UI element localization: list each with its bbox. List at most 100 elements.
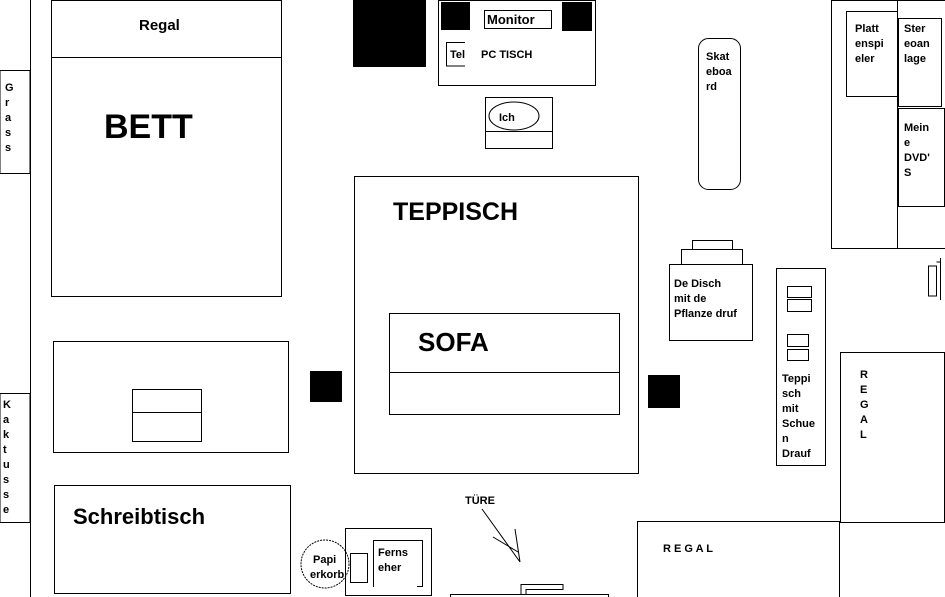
regal-bottom xyxy=(637,521,840,597)
papierkorb-label: Papi erkorb xyxy=(310,554,345,581)
skateboard-label: Skat eboa rd xyxy=(706,51,733,93)
regal-bottom-label: R E G A L xyxy=(663,543,713,555)
stereoanlage-label: Ster eoan lage xyxy=(904,23,930,65)
svg-text:R: R xyxy=(860,369,868,381)
pc-tisch-label: PC TISCH xyxy=(481,49,532,61)
svg-text:De Disch: De Disch xyxy=(674,278,721,290)
tv-device xyxy=(350,553,368,583)
shoe xyxy=(787,286,812,298)
svg-text:G: G xyxy=(860,399,869,411)
svg-text:Drauf: Drauf xyxy=(782,448,811,460)
svg-text:s: s xyxy=(3,489,9,501)
ich-label: Ich xyxy=(499,112,515,124)
svg-text:mit: mit xyxy=(782,403,799,415)
bett xyxy=(51,0,282,297)
side-table-right xyxy=(648,375,680,408)
side-table-left xyxy=(310,371,342,402)
black-block xyxy=(353,0,426,67)
door-handle xyxy=(928,258,941,300)
sofa-label: SOFA xyxy=(418,327,489,357)
tuere-label: TÜRE xyxy=(465,494,495,507)
svg-text:eher: eher xyxy=(378,562,402,574)
stereoanlage xyxy=(898,18,942,107)
shoe xyxy=(787,334,809,347)
svg-text:Mein: Mein xyxy=(904,122,929,134)
tuere-arrow xyxy=(481,508,521,563)
shoe-rug xyxy=(776,268,826,466)
svg-text:e: e xyxy=(3,504,9,516)
svg-text:eler: eler xyxy=(855,53,875,65)
speaker-right xyxy=(562,2,592,31)
svg-text:eboa: eboa xyxy=(706,66,733,78)
plant-pot xyxy=(681,249,743,265)
chair xyxy=(132,389,202,442)
regal-right xyxy=(840,352,945,523)
svg-text:e: e xyxy=(904,137,910,149)
sofa xyxy=(389,313,620,415)
svg-text:a: a xyxy=(3,414,10,426)
speaker-left xyxy=(441,2,470,30)
grass-label: G r a s s xyxy=(5,82,14,154)
plattenspieler xyxy=(846,11,898,97)
svg-text:s: s xyxy=(5,127,11,139)
svg-text:Ster: Ster xyxy=(904,23,926,35)
bett-label: BETT xyxy=(104,108,193,146)
svg-text:Papi: Papi xyxy=(313,554,336,566)
teppisch xyxy=(354,176,639,474)
shoe-rug-label: Teppi sch mit Schue n Drauf xyxy=(782,373,815,460)
disch-label: De Disch mit de Pflanze druf xyxy=(674,278,737,320)
svg-text:t: t xyxy=(3,444,7,456)
plattenspieler-label: Platt enspi eler xyxy=(855,23,884,65)
telephone xyxy=(446,42,465,67)
svg-text:erkorb: erkorb xyxy=(310,569,345,581)
svg-text:enspi: enspi xyxy=(855,38,884,50)
shoe xyxy=(787,349,809,361)
svg-text:mit de: mit de xyxy=(674,293,706,305)
shoe xyxy=(787,299,812,312)
svg-text:eoan: eoan xyxy=(904,38,930,50)
svg-text:sch: sch xyxy=(782,388,801,400)
regal-right-label: R E G A L xyxy=(860,369,869,441)
unlabeled-furniture xyxy=(53,341,289,453)
tel-label: Tel xyxy=(450,49,465,61)
svg-text:rd: rd xyxy=(706,81,717,93)
right-shelf xyxy=(831,0,945,249)
svg-text:Skat: Skat xyxy=(706,51,730,63)
svg-text:Ferns: Ferns xyxy=(378,547,408,559)
fernseher xyxy=(373,540,423,587)
svg-text:s: s xyxy=(5,142,11,154)
fernseher-label: Ferns eher xyxy=(378,547,408,574)
svg-text:L: L xyxy=(860,429,867,441)
grass-box xyxy=(0,70,31,174)
svg-text:K: K xyxy=(3,399,11,411)
svg-text:r: r xyxy=(5,97,10,109)
kaktusse-box xyxy=(0,393,31,523)
svg-text:a: a xyxy=(5,112,12,124)
teppisch-label: TEPPISCH xyxy=(393,198,518,226)
skateboard xyxy=(698,38,741,190)
disch xyxy=(669,264,753,341)
svg-text:k: k xyxy=(3,429,10,441)
svg-text:S: S xyxy=(904,167,911,179)
svg-text:DVD': DVD' xyxy=(904,152,930,164)
monitor-label: Monitor xyxy=(487,12,535,27)
svg-text:Schue: Schue xyxy=(782,418,815,430)
tv-stand xyxy=(345,528,432,596)
dvd-label: Mein e DVD' S xyxy=(904,122,930,179)
kaktusse-label: K a k t u s s e xyxy=(3,399,11,516)
svg-text:s: s xyxy=(3,474,9,486)
door-mat xyxy=(520,584,564,594)
monitor xyxy=(484,10,552,29)
pc-tisch xyxy=(438,0,596,86)
svg-text:lage: lage xyxy=(904,53,926,65)
svg-text:Platt: Platt xyxy=(855,23,879,35)
svg-text:G: G xyxy=(5,82,14,94)
svg-text:u: u xyxy=(3,459,10,471)
svg-text:A: A xyxy=(860,414,868,426)
ich-person xyxy=(488,101,540,131)
svg-text:Pflanze druf: Pflanze druf xyxy=(674,308,737,320)
svg-text:Teppi: Teppi xyxy=(782,373,811,385)
desk-chair xyxy=(485,97,553,149)
svg-text:n: n xyxy=(782,433,789,445)
